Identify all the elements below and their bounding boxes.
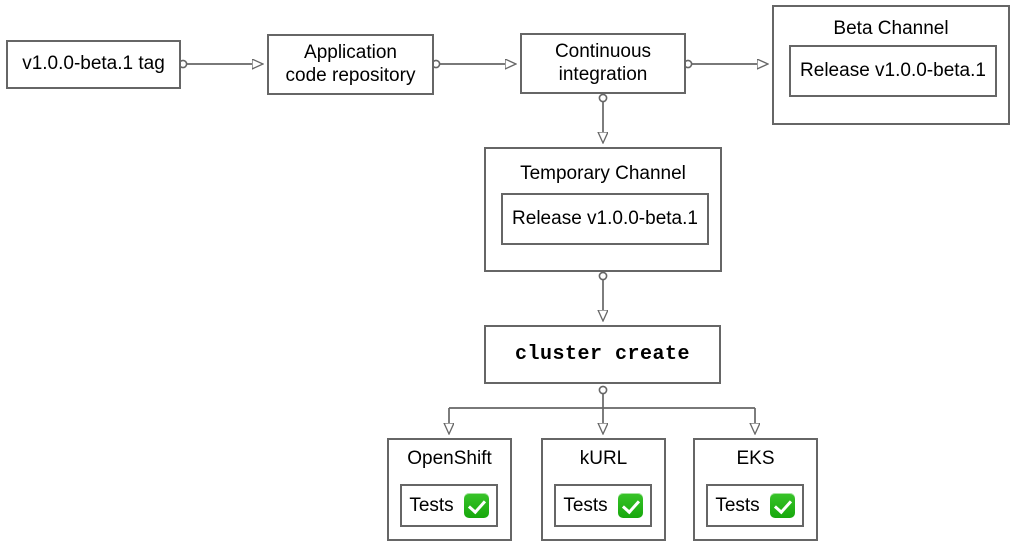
openshift-tests-label: Tests: [409, 495, 454, 516]
group-temporary-channel-title: Temporary Channel: [520, 163, 686, 184]
eks-tests-label: Tests: [715, 495, 760, 516]
group-target-eks-title: EKS: [736, 448, 775, 469]
beta-channel-release-box[interactable]: Release v1.0.0-beta.1: [789, 45, 997, 97]
edge-cluster-create-to-targets: [449, 385, 755, 433]
node-version-tag[interactable]: v1.0.0-beta.1 tag: [6, 40, 181, 89]
node-cluster-create-label: cluster create: [514, 342, 691, 366]
green-check-icon: [617, 493, 643, 518]
node-application-code-repository-label: Application code repository: [285, 42, 416, 86]
green-check-icon: [769, 493, 795, 518]
group-target-kurl[interactable]: kURL Tests: [541, 438, 666, 541]
group-target-openshift-title: OpenShift: [407, 448, 492, 469]
edge-temporary-channel-to-cluster-create: [599, 271, 606, 320]
kurl-tests-label: Tests: [563, 495, 608, 516]
group-target-openshift[interactable]: OpenShift Tests: [387, 438, 512, 541]
group-target-kurl-title: kURL: [579, 448, 628, 469]
temporary-channel-release-label: Release v1.0.0-beta.1: [512, 208, 698, 229]
group-beta-channel-title: Beta Channel: [833, 18, 949, 39]
node-cluster-create[interactable]: cluster create: [484, 325, 721, 384]
edge-repo-to-ci: [431, 60, 515, 67]
openshift-tests-box[interactable]: Tests: [400, 484, 498, 527]
node-continuous-integration[interactable]: Continuous integration: [520, 33, 686, 94]
group-beta-channel[interactable]: Beta Channel Release v1.0.0-beta.1: [772, 5, 1010, 125]
green-check-icon: [463, 493, 489, 518]
temporary-channel-release-box[interactable]: Release v1.0.0-beta.1: [501, 193, 709, 245]
edge-ci-to-temporary-channel: [599, 93, 606, 142]
kurl-tests-box[interactable]: Tests: [554, 484, 652, 527]
node-version-tag-label: v1.0.0-beta.1 tag: [22, 53, 165, 75]
beta-channel-release-label: Release v1.0.0-beta.1: [800, 60, 986, 81]
edge-ci-to-beta-channel: [683, 60, 767, 67]
group-temporary-channel[interactable]: Temporary Channel Release v1.0.0-beta.1: [484, 147, 722, 272]
node-continuous-integration-label: Continuous integration: [554, 41, 652, 85]
eks-tests-box[interactable]: Tests: [706, 484, 804, 527]
edge-tag-to-repo: [178, 60, 262, 67]
node-application-code-repository[interactable]: Application code repository: [267, 34, 434, 95]
group-target-eks[interactable]: EKS Tests: [693, 438, 818, 541]
